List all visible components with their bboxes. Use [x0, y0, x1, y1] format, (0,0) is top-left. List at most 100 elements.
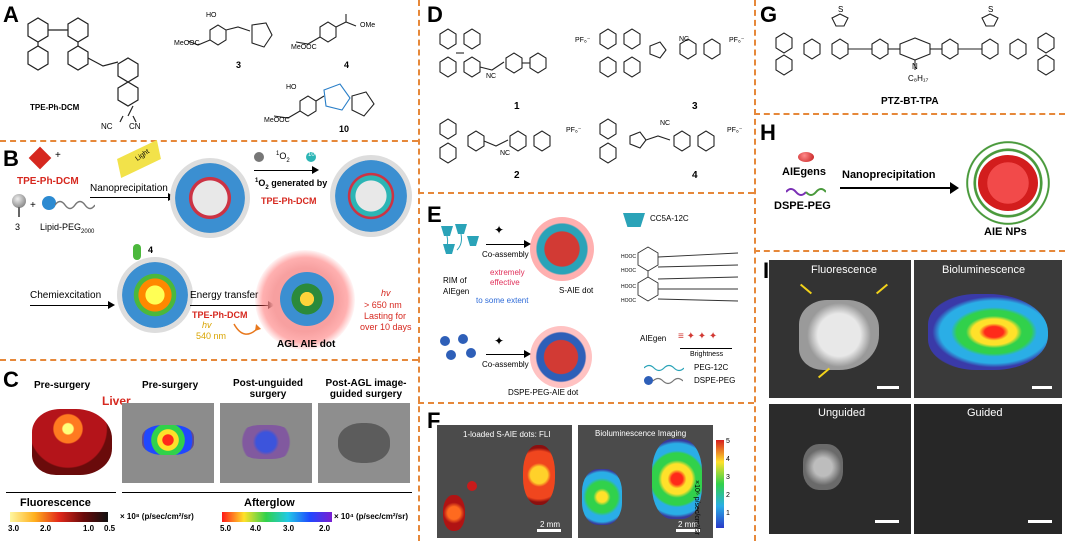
- label-hv-650: hv: [381, 288, 391, 298]
- lipid-peg-tail-icon: [55, 200, 95, 210]
- title-post-agl: Post-AGL image-guided surgery: [318, 378, 414, 400]
- bli-tick-2: 2: [726, 492, 730, 499]
- divider-left: [418, 0, 420, 541]
- tpe-ph-dcm-structure: [8, 4, 168, 134]
- panel-letter-h: H: [760, 120, 776, 145]
- title-pre-surgery-1: Pre-surgery: [34, 380, 91, 391]
- label-nanoprecipitation-h: Nanoprecipitation: [842, 169, 936, 181]
- bli-tick-3: 3: [726, 474, 730, 481]
- compound-d2-structure: [430, 112, 580, 172]
- label-nc-a: NC: [101, 122, 113, 131]
- label-agl-aie-dot: AGL AIE dot: [277, 339, 336, 350]
- mouse-image-post-agl: [318, 403, 410, 483]
- fli-scalebar: [537, 529, 561, 532]
- label-brightness: Brightness: [690, 351, 724, 358]
- colorbar-fluorescence: [10, 512, 108, 522]
- divider-e-f: [418, 402, 754, 404]
- label-alkyl-g: C₈H₁₇: [908, 74, 929, 83]
- bli-tick-1: 1: [726, 510, 730, 517]
- lipid-peg-sub: 2000: [81, 228, 95, 235]
- label-4-b: 4: [148, 245, 154, 255]
- arrow-nanoprecipitation: [90, 197, 170, 198]
- agl-aie-dot: [280, 272, 334, 326]
- aie-np-core: [978, 155, 1038, 211]
- bli-cbar-unit: ×10⁶ p/sec/cm²/sr: [693, 480, 700, 535]
- label-cn-a: CN: [129, 122, 141, 131]
- compound-3-small-icon: [254, 152, 264, 162]
- fluorescence-tissue: [799, 300, 879, 370]
- tissue-post-agl: [338, 423, 390, 463]
- label-meooc-4: MeOOC: [291, 44, 317, 51]
- label-to-some-extent: to some extent: [476, 296, 529, 305]
- panel-letter-d: D: [427, 2, 443, 27]
- label-over10: over 10 days: [360, 322, 412, 332]
- mouse-image-post-unguided: [220, 403, 312, 483]
- label-dspe-peg-aie-dot: DSPE-PEG-AIE dot: [508, 388, 579, 397]
- fl-tick-3: 1.0: [83, 524, 95, 533]
- arrow-co-assembly-top: [486, 244, 526, 245]
- arrow-energy-transfer: [190, 305, 270, 306]
- post-unguided-text: Post-unguided surgery: [233, 378, 303, 400]
- bioluminescence-image: [914, 260, 1062, 398]
- lipid-peg-head-icon: [42, 196, 56, 210]
- panel-letter-c: C: [3, 367, 19, 392]
- divider-g-h: [754, 113, 1065, 115]
- label-ptz-bt-tpa: PTZ-BT-TPA: [881, 96, 939, 107]
- divider-d-e: [418, 192, 754, 194]
- liver-fluorescence-signal: [32, 409, 112, 475]
- label-compound-d1: 1: [514, 101, 520, 112]
- fluorescence-image: [769, 260, 911, 398]
- label-s1-g: S: [838, 5, 844, 14]
- label-pf6-d3: PF₆⁻: [729, 37, 745, 44]
- o2gen-sup: 1: [255, 178, 259, 184]
- unguided-scalebar: [875, 520, 899, 523]
- label-co-assembly-top: Co-assembly: [482, 250, 529, 259]
- arrow-co-assembly-bot: [486, 354, 526, 355]
- label-compound-4: 4: [344, 60, 350, 70]
- nanoparticle-chemiexcitation: [122, 262, 188, 328]
- 1o2-text: O: [279, 151, 287, 161]
- sparkle-icon-bot: ✦: [494, 334, 505, 348]
- arrow-co-assembly-bot-head: [524, 350, 531, 358]
- fl-tick-4: 0.5: [104, 524, 116, 533]
- label-s2-g: S: [988, 5, 994, 14]
- label-ho-3: HO: [206, 12, 217, 19]
- tpe-ph-dcm-diamond-icon: [28, 146, 52, 170]
- mouse-image-afterglow-pre: [122, 403, 214, 483]
- peg12c-legend-icon: [644, 364, 684, 372]
- label-aie-nps: AIE NPs: [984, 226, 1027, 238]
- label-chemiexcitation: Chemiexcitation: [30, 290, 102, 301]
- divider-b-c: [0, 359, 418, 361]
- label-effective: effective: [490, 278, 520, 287]
- bli-signal-right: [652, 439, 702, 519]
- dspe-legend-tail-icon: [653, 377, 683, 385]
- arrow-co-assembly-top-head: [524, 240, 531, 248]
- label-meooc-10: MeOOC: [264, 117, 290, 124]
- cc5a-legend-icon: [623, 213, 645, 227]
- arrow-o2-head: [312, 166, 319, 174]
- label-hooc-3: HOOC: [621, 284, 636, 290]
- dspe-legend-bead-icon: [644, 376, 653, 385]
- label-pf6-d4: PF₆⁻: [727, 127, 743, 134]
- afterglow-signal-residual: [238, 425, 294, 459]
- compound-10-small-icon: [306, 152, 316, 162]
- label-energy-transfer: Energy transfer: [190, 290, 259, 301]
- label-bli-title: Bioluminescence Imaging: [595, 429, 687, 438]
- bli-signal-left: [582, 469, 622, 525]
- 1o2-sup: 1: [276, 151, 280, 157]
- label-fluorescence-i: Fluorescence: [811, 264, 878, 276]
- brightness-arrow: [680, 348, 732, 349]
- label-3-b: 3: [15, 222, 21, 232]
- label-nanoprecipitation-b: Nanoprecipitation: [90, 183, 168, 194]
- label-hv-540: hv: [202, 320, 212, 330]
- label-meooc-3: MeOOC: [174, 40, 200, 47]
- label-afterglow-c: Afterglow: [244, 497, 295, 509]
- label-compound-d2: 2: [514, 170, 520, 181]
- label-tpe-ph-dcm-a: TPE-Ph-DCM: [30, 103, 80, 112]
- post-agl-text: Post-AGL image-guided surgery: [325, 378, 407, 400]
- label-bioluminescence-i: Bioluminescence: [942, 264, 1026, 276]
- label-s-aie-dot: S-AIE dot: [559, 286, 594, 295]
- compound-4-capsule-icon: [133, 244, 141, 260]
- arrow-o2: [254, 170, 314, 171]
- label-dspe-peg-h: DSPE-PEG: [774, 200, 831, 212]
